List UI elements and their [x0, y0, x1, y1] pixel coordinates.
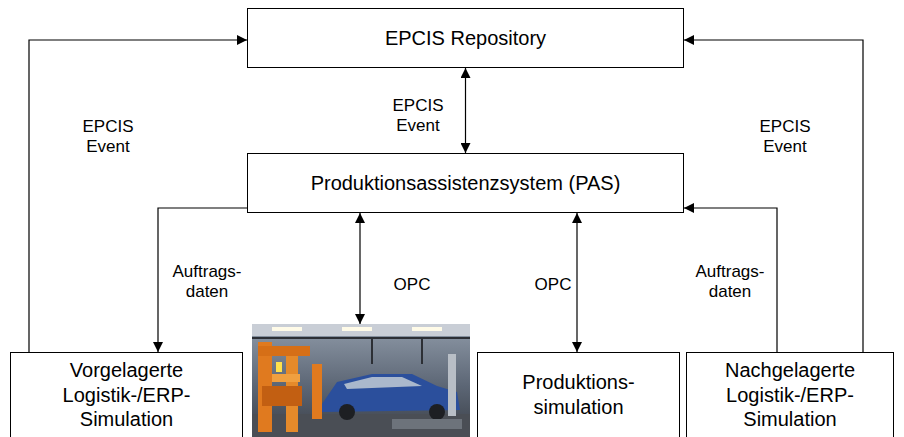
node-text: Produktionsassistenzsystem (PAS) — [311, 171, 621, 195]
process-box: Produktionsassistenzsystem (PAS) — [247, 153, 684, 213]
connector-label: OPC — [392, 275, 433, 295]
edge-label: EPCIS Event — [757, 117, 812, 158]
connector-arrow — [576, 213, 577, 352]
edge-label: Auftrags- daten — [694, 262, 767, 303]
connector-arrow — [29, 40, 247, 352]
connector-arrow — [684, 208, 777, 352]
edge-label: OPC — [533, 275, 574, 295]
system-box: Nachgelagerte Logistik-/ERP- Simulation — [686, 352, 894, 437]
opc-line — [359, 213, 360, 324]
edge-label: Auftrags- daten — [171, 262, 244, 303]
system-box: Produktions- simulation — [477, 352, 680, 437]
connector-arrow — [158, 208, 247, 352]
edge-label: EPCIS Event — [80, 117, 135, 158]
edge-label: EPCIS Event — [390, 96, 445, 137]
repository-box: EPCIS Repository — [247, 8, 684, 68]
node-text: Nachgelagerte Logistik-/ERP- Simulation — [699, 358, 881, 431]
node-text: EPCIS Repository — [385, 26, 546, 50]
factory-photo — [252, 324, 470, 437]
connector-arrow — [465, 68, 466, 153]
node-text: Produktions- simulation — [490, 370, 667, 419]
node-text: Vorgelagerte Logistik-/ERP- Simulation — [23, 358, 230, 431]
connector-arrow — [684, 40, 863, 352]
system-box: Vorgelagerte Logistik-/ERP- Simulation — [10, 352, 243, 437]
